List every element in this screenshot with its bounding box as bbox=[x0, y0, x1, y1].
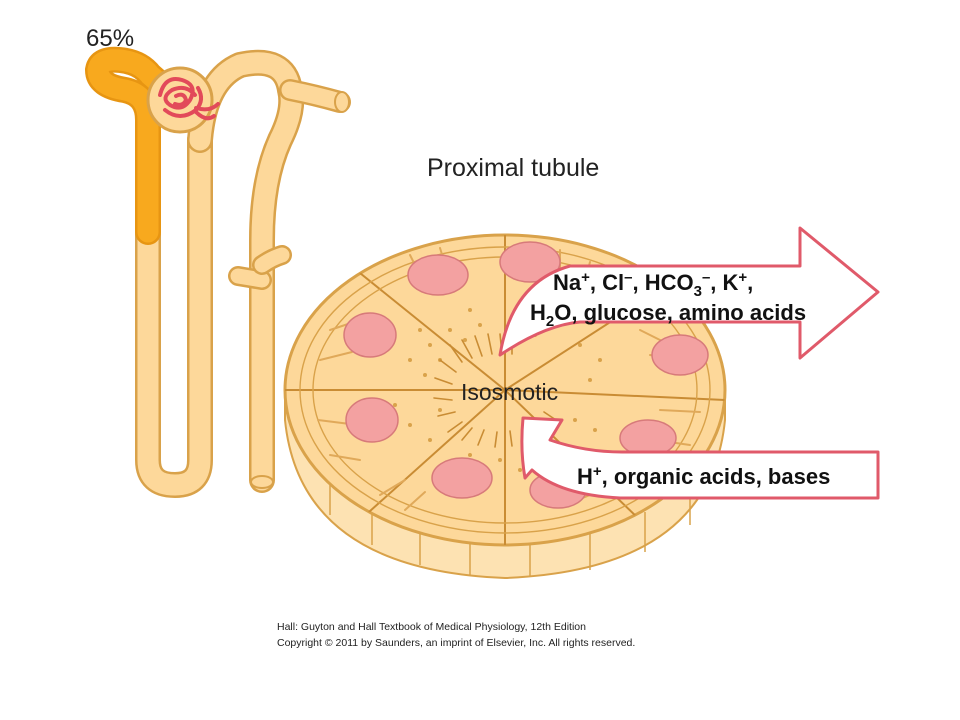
cell-nucleus bbox=[499, 241, 561, 283]
cell-nucleus bbox=[407, 254, 469, 296]
cell-nucleus bbox=[345, 397, 399, 443]
cell-nucleus bbox=[651, 334, 709, 376]
citation-line-2: Copyright © 2011 by Saunders, an imprint… bbox=[277, 637, 635, 649]
secreted-solutes-label: H+, organic acids, bases bbox=[577, 463, 830, 489]
secretion-arrow bbox=[520, 416, 880, 500]
glomerulus bbox=[158, 77, 220, 121]
reabsorbed-water-nutrients-label: H2O, glucose, amino acids bbox=[530, 300, 806, 330]
cell-nucleus bbox=[431, 457, 493, 499]
cell-nucleus bbox=[343, 312, 397, 358]
citation-line-1: Hall: Guyton and Hall Textbook of Medica… bbox=[277, 621, 586, 633]
nephron-schematic bbox=[84, 46, 351, 499]
diagram-title: Proximal tubule bbox=[427, 154, 599, 182]
reabsorption-arrow bbox=[498, 226, 880, 360]
lumen-label: Isosmotic bbox=[461, 379, 558, 405]
reabsorbed-solutes-label: Na+, Cl–, HCO3–, K+, bbox=[553, 269, 753, 300]
